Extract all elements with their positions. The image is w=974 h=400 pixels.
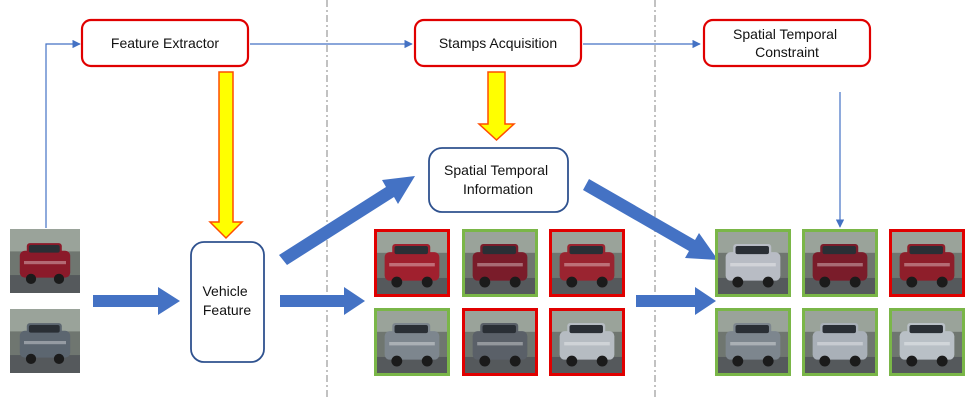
before-row1-rank2	[462, 229, 538, 297]
stamps-acquisition-box: Stamps Acquisition	[413, 18, 583, 68]
vehicle-feature-to-retrieval-arrow	[280, 287, 365, 315]
retrieval-results-after-constraint	[715, 229, 965, 376]
after-row2-rank1	[715, 308, 791, 376]
before-row2-rank2	[462, 308, 538, 376]
feature-extractor-down-arrow	[208, 71, 244, 240]
query-images	[10, 229, 80, 373]
constraint-line-2: Constraint	[755, 44, 819, 60]
feature-extractor-box: Feature Extractor	[80, 18, 250, 68]
before-row1-rank3	[549, 229, 625, 297]
block-arrows	[93, 176, 718, 315]
spatial-temporal-information-box: Spatial Temporal Information	[428, 147, 569, 213]
after-row2-rank2	[802, 308, 878, 376]
info-line-1: Spatial Temporal	[444, 162, 548, 178]
query-image-query-red-minivan	[10, 229, 80, 293]
thin-connectors	[45, 39, 845, 228]
before-row2-rank1	[374, 308, 450, 376]
vehicle-feature-label: Vehicle Feature	[202, 283, 251, 318]
retrieval-to-results-arrow	[636, 287, 716, 315]
before-row1-rank1	[374, 229, 450, 297]
after-row1-rank3	[889, 229, 965, 297]
info-to-results-arrow	[583, 179, 718, 260]
after-row1-rank1	[715, 229, 791, 297]
query-image-query-silver-suv	[10, 309, 80, 373]
input-to-feature-extractor-arrow	[45, 39, 81, 228]
stamps-down-arrow	[477, 71, 516, 142]
after-row1-rank2	[802, 229, 878, 297]
constraint-line-1: Spatial Temporal	[733, 26, 837, 42]
info-line-2: Information	[463, 181, 533, 197]
spatial-temporal-information-label: Spatial Temporal Information	[444, 162, 552, 197]
vehicle-feature-box: Vehicle Feature	[190, 241, 265, 363]
retrieval-results-before	[374, 229, 625, 376]
spatial-temporal-constraint-label: Spatial Temporal Constraint	[733, 26, 841, 60]
vehicle-feature-line-1: Vehicle	[202, 283, 247, 299]
spatial-temporal-constraint-box: Spatial Temporal Constraint	[702, 18, 872, 68]
before-row2-rank3	[549, 308, 625, 376]
vehicle-feature-line-2: Feature	[203, 302, 251, 318]
feature-extractor-label: Feature Extractor	[111, 35, 219, 51]
input-to-vehicle-feature-arrow	[93, 287, 180, 315]
after-row2-rank3	[889, 308, 965, 376]
stamps-acquisition-label: Stamps Acquisition	[439, 35, 557, 51]
vehicle-feature-to-info-arrow	[279, 176, 415, 265]
